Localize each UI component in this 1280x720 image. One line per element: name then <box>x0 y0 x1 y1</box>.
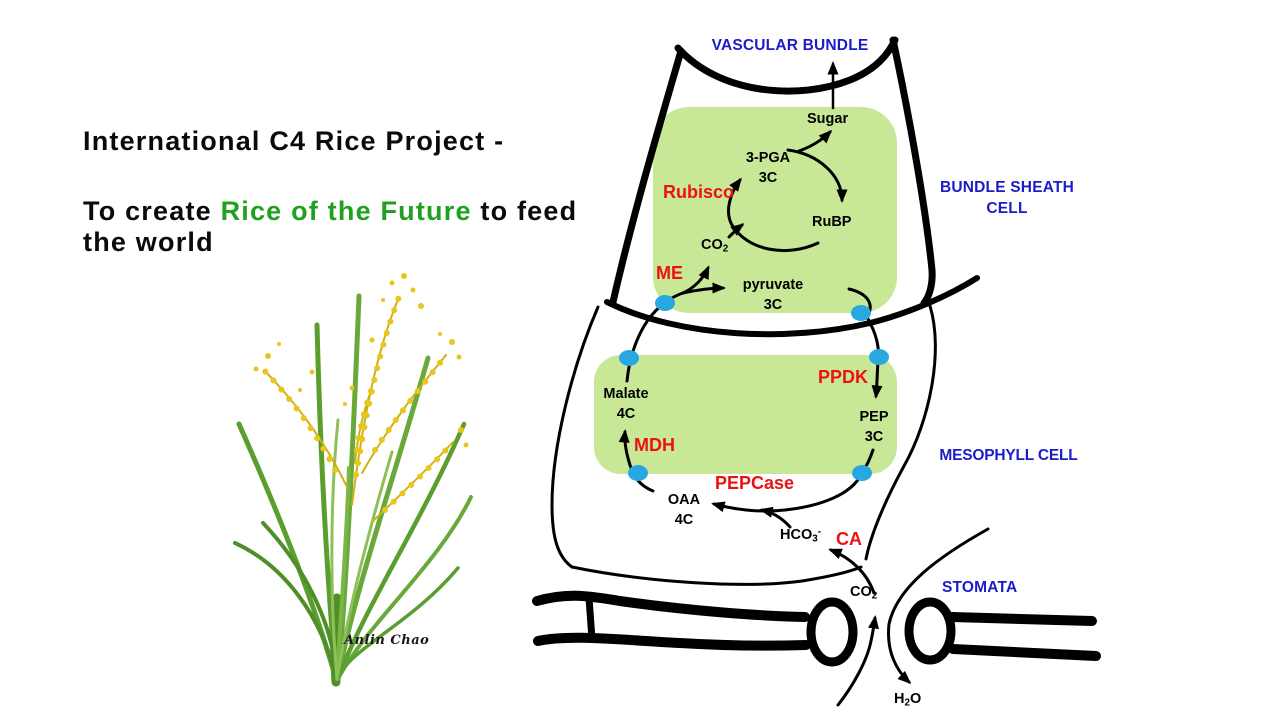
me-label: ME <box>656 263 683 283</box>
co2-label-stomata: CO2 <box>850 583 877 603</box>
slide-subtitle: To create Rice of the Future to feed the… <box>83 196 683 258</box>
cell-boundary-wall <box>604 275 980 338</box>
to-pyruvate-arrow <box>681 282 726 295</box>
ca-label: CA <box>836 529 862 549</box>
mesophyll-walls <box>550 304 937 586</box>
pep-label: PEP 3C <box>850 407 898 447</box>
mesophyll-cell-label: MESOPHYLL CELL <box>939 447 1078 464</box>
epidermis-bottom-right <box>948 644 1101 661</box>
mesophyll-left-wall <box>550 305 600 569</box>
oaa-carbons: 4C <box>674 512 694 528</box>
ca-arrow <box>828 548 876 595</box>
plant-leaf <box>335 566 460 681</box>
malate-name: Malate <box>603 386 649 402</box>
loose-grains <box>253 273 469 448</box>
oaa-name: OAA <box>667 492 701 508</box>
mesophyll-chloroplast <box>594 355 897 474</box>
rice-plant-illustration <box>233 273 473 687</box>
epidermis-bottom-left <box>533 632 811 651</box>
transporter-dot <box>852 465 872 481</box>
co2-entry-arrow <box>836 615 879 707</box>
pyruvate-label: pyruvate 3C <box>733 275 813 315</box>
rubp-label: RuBP <box>812 214 852 230</box>
stomata-label: STOMATA <box>942 579 1018 596</box>
mdh-label: MDH <box>634 435 675 455</box>
co2-base: CO <box>850 584 872 600</box>
guard-cell-left <box>806 597 858 667</box>
pepcase-arrow <box>711 473 863 513</box>
mesophyll-bottom-wall <box>570 565 863 586</box>
subtitle-line2: the world <box>83 227 214 257</box>
pyruvate-to-pep-arrow <box>847 287 883 399</box>
plant-leaf <box>335 450 394 681</box>
co2-base: CO <box>701 237 723 253</box>
h2o-o: O <box>909 691 922 707</box>
plant-leaf <box>335 355 431 682</box>
transporter-dot <box>655 295 675 311</box>
h2o-exit-arrow <box>887 527 990 685</box>
membrane-transporter-dots <box>619 295 889 481</box>
epidermis-top-right <box>947 612 1097 626</box>
panicle-grains <box>261 294 456 513</box>
calvin-cycle-right-arc <box>786 148 848 203</box>
plant-leaf <box>330 418 340 681</box>
subtitle-suffix: to feed <box>471 196 578 226</box>
plant-leaf <box>335 421 467 682</box>
plant-leaf <box>335 466 351 681</box>
bundle-sheath-left-wall <box>609 47 685 306</box>
rubisco-label: Rubisco <box>663 182 735 202</box>
pga-to-sugar-arrow <box>797 129 833 153</box>
bundle-sheath-line2: CELL <box>986 200 1028 217</box>
subtitle-prefix: To create <box>83 196 221 226</box>
slide-title: International C4 Rice Project - <box>83 126 505 156</box>
h2o-label: H2O <box>894 690 921 710</box>
pyruvate-carbons: 3C <box>763 297 783 313</box>
hco3-to-oaa-arrow <box>759 506 792 529</box>
co2-sub: 2 <box>722 243 729 255</box>
pga-name: 3-PGA <box>745 150 791 166</box>
epidermis-top-left <box>532 590 810 622</box>
pga-label: 3-PGA 3C <box>733 148 803 188</box>
epidermis-cell-divider <box>585 594 596 643</box>
hco3-label: HCO3- <box>780 526 821 546</box>
pepcase-label: PEPCase <box>715 473 795 493</box>
co2-into-calvin-arrow <box>727 223 745 239</box>
hco3-sub: 3 <box>812 533 818 545</box>
bundle-sheath-chloroplast <box>653 107 897 313</box>
vascular-bundle-label: VASCULAR BUNDLE <box>711 37 869 54</box>
co2-label-bundle-sheath: CO2 <box>701 236 728 256</box>
hco3-sup: - <box>817 526 821 538</box>
hco3-base: HCO <box>780 527 813 543</box>
pep-name: PEP <box>859 409 889 425</box>
bundle-sheath-top-wall <box>674 36 899 95</box>
malate-carbons: 4C <box>616 406 636 422</box>
bundle-sheath-cell-label: BUNDLE SHEATH CELL <box>918 177 1096 219</box>
pyruvate-name: pyruvate <box>742 277 804 293</box>
transporter-dot <box>619 350 639 366</box>
transporter-dot <box>628 465 648 481</box>
pep-carbons: 3C <box>864 429 884 445</box>
ppdk-label: PPDK <box>818 367 869 387</box>
subtitle-highlight: Rice of the Future <box>220 196 472 226</box>
h2o-sub: 2 <box>904 697 910 709</box>
sugar-label: Sugar <box>807 111 849 127</box>
cell-walls <box>532 36 1101 667</box>
malate-label: Malate 4C <box>594 384 658 424</box>
plant-leaf <box>233 541 338 681</box>
chloroplast-regions <box>594 107 897 474</box>
co2-sub: 2 <box>871 590 878 602</box>
mesophyll-right-wall <box>864 304 937 561</box>
transporter-dot <box>869 349 889 365</box>
guard-cell-right <box>904 597 956 665</box>
h2o-h: H <box>894 691 905 707</box>
pga-carbons: 3C <box>758 170 778 186</box>
bundle-sheath-line1: BUNDLE SHEATH <box>939 179 1075 196</box>
bundle-sheath-right-wall <box>889 36 936 307</box>
oaa-label: OAA 4C <box>658 490 710 530</box>
transporter-dot <box>851 305 871 321</box>
artist-signature: Anlin Chao <box>344 633 430 648</box>
